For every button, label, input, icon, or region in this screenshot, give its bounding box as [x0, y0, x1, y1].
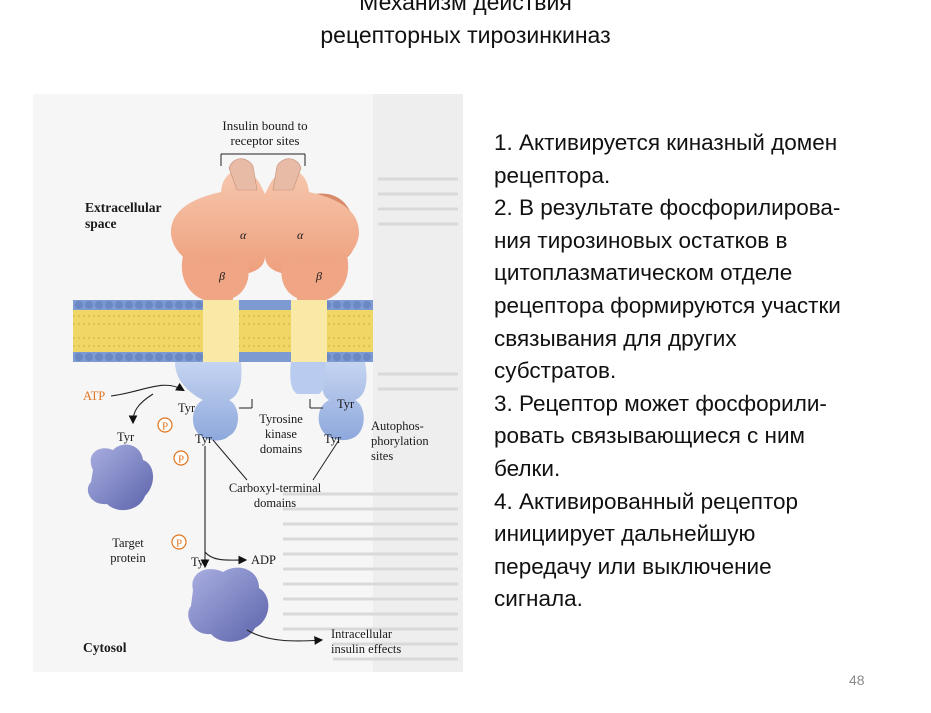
tyr-label-kinase-right-top: Tyr	[337, 397, 355, 411]
tyr-label-target: Tyr	[117, 430, 135, 444]
faded-page-strip	[373, 94, 463, 672]
mechanism-steps: 1. Активируется киназный домен рецептора…	[494, 127, 924, 616]
svg-text:P: P	[176, 538, 182, 550]
target-protein	[87, 444, 154, 511]
insulin-bound-right	[272, 158, 302, 191]
alpha-subunit-left	[170, 169, 265, 275]
carboxyl-pointer-left	[212, 439, 248, 481]
step-line-8: субстратов.	[494, 358, 617, 384]
step-line-6: рецептора формируются участки	[494, 292, 841, 318]
insulin-label-line-2: receptor sites	[231, 133, 300, 148]
kinase-linker-right	[290, 362, 326, 394]
tyrosine-kinase-label-line-2: kinase	[265, 427, 297, 441]
carboxyl-label-line-1: Carboxyl-terminal	[229, 481, 322, 495]
tyr-label-kinase-left-top: Tyr	[178, 401, 196, 415]
step-line-1: 1. Активируется киназный домен	[494, 130, 838, 155]
adp-label: ADP	[251, 553, 276, 567]
insulin-label-line-1: Insulin bound to	[222, 118, 307, 133]
extracellular-label-line-2: space	[85, 216, 117, 231]
carboxyl-pointer-right	[312, 439, 340, 481]
phospho-mark-2: P	[173, 450, 189, 466]
tyr-label-kinase-right-bottom: Tyr	[324, 432, 342, 446]
receptor-diagram: Insulin bound to receptor sites Extracel…	[33, 94, 463, 672]
faded-page-text	[283, 177, 458, 661]
tyrosine-kinase-label-line-1: Tyrosine	[259, 412, 303, 426]
carboxyl-label-line-2: domains	[254, 496, 296, 510]
beta-subunit-right	[281, 256, 349, 310]
slide-title-line-1: Механизм действия	[359, 0, 572, 15]
page-number: 48	[849, 672, 865, 688]
alpha-label-left: α	[240, 228, 247, 242]
tyr-label-phosphorylated-target: Tyr	[191, 555, 209, 569]
beta-subunit-left	[181, 256, 249, 310]
slide-title-line-2: рецепторных тирозинкиназ	[320, 22, 611, 48]
autophos-label-line-3: sites	[371, 449, 393, 463]
target-protein-label-line-1: Target	[112, 536, 144, 550]
alpha-label-right: α	[297, 228, 304, 242]
step-line-11: белки.	[494, 455, 561, 481]
atp-label: ATP	[83, 389, 105, 403]
step-line-2: рецептора.	[494, 162, 611, 188]
atp-arrow	[110, 382, 185, 397]
svg-text:P: P	[162, 421, 168, 433]
intracellular-label-line-2: insulin effects	[331, 642, 401, 656]
tyr-binding-arrow	[128, 393, 154, 425]
step-line-4: ния тирозиновых остатков в	[494, 227, 788, 253]
step-line-7: связывания для других	[494, 325, 737, 351]
kinase-domain-left	[175, 362, 242, 441]
step-line-15: сигнала.	[494, 586, 583, 612]
autophos-label-line-1: Autophos-	[371, 419, 424, 433]
beta-label-right: β	[315, 269, 322, 283]
effects-arrow	[246, 629, 324, 645]
extracellular-label-line-1: Extracellular	[85, 200, 161, 215]
step-line-10: ровать связывающиеся с ним	[494, 423, 805, 449]
step-line-3: 2. В результате фосфорилирова-	[494, 195, 841, 221]
step-line-13: инициирует дальнейшую	[494, 521, 756, 547]
phosphorylated-target-protein	[188, 567, 269, 642]
alpha-subunit-right	[265, 169, 360, 275]
tyrosine-kinase-label-line-3: domains	[260, 442, 302, 456]
cell-membrane	[73, 300, 373, 362]
beta-label-left: β	[218, 269, 225, 283]
cytosol-label: Cytosol	[83, 640, 127, 655]
autophos-label-line-2: phorylation	[371, 434, 429, 448]
step-line-5: цитоплазматическом отделе	[494, 260, 793, 286]
receptor-diagram-svg: Insulin bound to receptor sites Extracel…	[33, 94, 463, 672]
phospho-mark-1: P	[157, 417, 173, 433]
target-protein-label-line-2: protein	[110, 551, 146, 565]
step-line-14: передачу или выключение	[494, 553, 772, 579]
kinase-domain-right	[318, 362, 367, 441]
slide-title: Механизм действия рецепторных тирозинкин…	[0, 0, 931, 52]
step-line-9: 3. Рецептор может фосфорили-	[494, 390, 827, 416]
insulin-bound-left	[228, 158, 258, 191]
phospho-mark-3: P	[171, 534, 187, 550]
tyr-label-kinase-left-bottom: Tyr	[195, 432, 213, 446]
intracellular-label-line-1: Intracellular	[331, 627, 393, 641]
step-line-12: 4. Активированный рецептор	[494, 488, 799, 514]
svg-text:P: P	[178, 454, 184, 466]
adp-arrow	[204, 551, 248, 565]
